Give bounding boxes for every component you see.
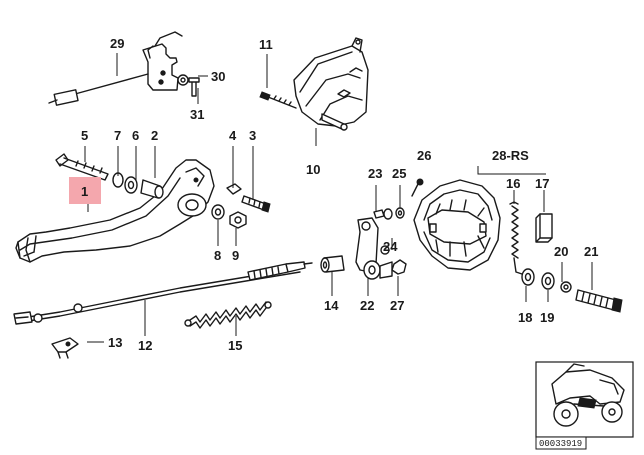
callout-6[interactable]: 6: [132, 128, 139, 143]
motorcycle-thumbnail: [535, 361, 634, 438]
brake-cable: [13, 261, 313, 325]
brake-adjuster: [521, 268, 623, 313]
callout-10[interactable]: 10: [306, 162, 320, 177]
callout-23[interactable]: 23: [368, 166, 382, 181]
callout-16[interactable]: 16: [506, 176, 520, 191]
callout-25[interactable]: 25: [392, 166, 406, 181]
callout-24[interactable]: 24: [383, 239, 398, 254]
callout-3[interactable]: 3: [249, 128, 256, 143]
callout-7[interactable]: 7: [114, 128, 121, 143]
highlight-marker: [69, 177, 101, 204]
bearing-bush: [320, 255, 345, 273]
callout-1[interactable]: 1: [81, 184, 88, 199]
brake-shoes: [413, 179, 501, 271]
callout-5[interactable]: 5: [81, 128, 88, 143]
brake-light-switch: [48, 31, 200, 106]
cable-clip: [51, 337, 79, 359]
callout-18[interactable]: 18: [518, 310, 532, 325]
callout-28-rs[interactable]: 28-RS: [492, 148, 529, 163]
callout-2[interactable]: 2: [151, 128, 158, 143]
callout-15[interactable]: 15: [228, 338, 242, 353]
brake-cam-lever: [355, 178, 424, 280]
callout-4[interactable]: 4: [229, 128, 237, 143]
callout-numbers: 29 11 30 31 10 5 7 6 2 4 3 1 8 9 13 12 1…: [81, 36, 598, 353]
callout-27[interactable]: 27: [390, 298, 404, 313]
image-code-text: 00033919: [539, 439, 582, 449]
cover-plate: [259, 37, 369, 131]
callout-20[interactable]: 20: [554, 244, 568, 259]
callout-8[interactable]: 8: [214, 248, 221, 263]
callout-12[interactable]: 12: [138, 338, 152, 353]
callout-21[interactable]: 21: [584, 244, 598, 259]
shoe-springs: [509, 201, 553, 275]
callout-9[interactable]: 9: [232, 248, 239, 263]
callout-30[interactable]: 30: [211, 69, 225, 84]
pedal-fixing-hardware: [211, 183, 271, 229]
callout-14[interactable]: 14: [324, 298, 339, 313]
callout-26[interactable]: 26: [417, 148, 431, 163]
callout-11[interactable]: 11: [259, 37, 273, 52]
leader-lines: [84, 53, 593, 343]
callout-13[interactable]: 13: [108, 335, 122, 350]
callout-29[interactable]: 29: [110, 36, 124, 51]
return-spring: [184, 301, 272, 329]
callout-17[interactable]: 17: [535, 176, 549, 191]
callout-19[interactable]: 19: [540, 310, 554, 325]
brake-pedal: [15, 159, 215, 263]
callout-22[interactable]: 22: [360, 298, 374, 313]
callout-31[interactable]: 31: [190, 107, 204, 122]
image-code: 00033919: [535, 436, 587, 450]
